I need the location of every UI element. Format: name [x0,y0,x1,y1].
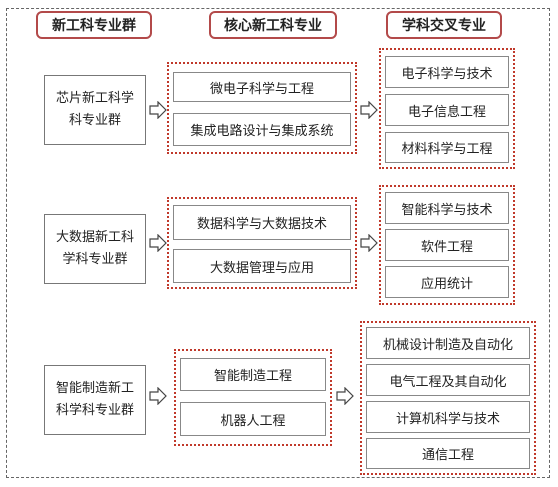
header-new-engineering-groups: 新工科专业群 [36,11,152,39]
cross-box-chip [379,48,515,169]
cross-item: 计算机科学与技术 [366,401,530,433]
cross-item: 电子信息工程 [385,94,509,126]
core-item: 智能制造工程 [180,358,326,391]
group-chip-line1: 芯片新工科学 [55,91,134,106]
cross-item: 材料科学与工程 [385,132,509,163]
group-intelligent-manufacturing: 智能制造新工 科学科专业群 [44,365,146,435]
group-big-data: 大数据新工科 学科专业群 [44,214,146,284]
arrow-right-icon [360,101,378,119]
group-big-data-line2: 学科专业群 [62,252,128,267]
core-box-intelligent-manufacturing [174,349,332,446]
header-core-majors: 核心新工科专业 [209,11,337,39]
header-cross-majors: 学科交叉专业 [386,11,502,39]
group-im-line1: 智能制造新工 [55,381,134,396]
group-chip: 芯片新工科学 科专业群 [44,75,146,145]
cross-box-big-data [379,185,515,305]
core-box-big-data [167,197,357,289]
group-big-data-line1: 大数据新工科 [55,230,134,245]
outer-frame [6,8,550,478]
cross-item: 智能科学与技术 [385,192,509,224]
cross-box-intelligent-manufacturing [360,321,536,475]
cross-item: 通信工程 [366,438,530,469]
cross-item: 软件工程 [385,229,509,261]
cross-item: 电气工程及其自动化 [366,364,530,396]
arrow-right-icon [149,234,167,252]
core-item: 集成电路设计与集成系统 [173,113,351,146]
core-item: 数据科学与大数据技术 [173,205,351,240]
group-im-line2: 科学科专业群 [55,403,134,418]
cross-item: 机械设计制造及自动化 [366,327,530,359]
cross-item: 电子科学与技术 [385,56,509,88]
core-item: 大数据管理与应用 [173,249,351,283]
arrow-right-icon [149,387,167,405]
cross-item: 应用统计 [385,266,509,298]
core-item: 机器人工程 [180,402,326,436]
core-item: 微电子科学与工程 [173,72,351,102]
arrow-right-icon [149,101,167,119]
group-chip-line2: 科专业群 [68,113,121,128]
arrow-right-icon [336,387,354,405]
core-box-chip [167,62,357,154]
arrow-right-icon [360,234,378,252]
